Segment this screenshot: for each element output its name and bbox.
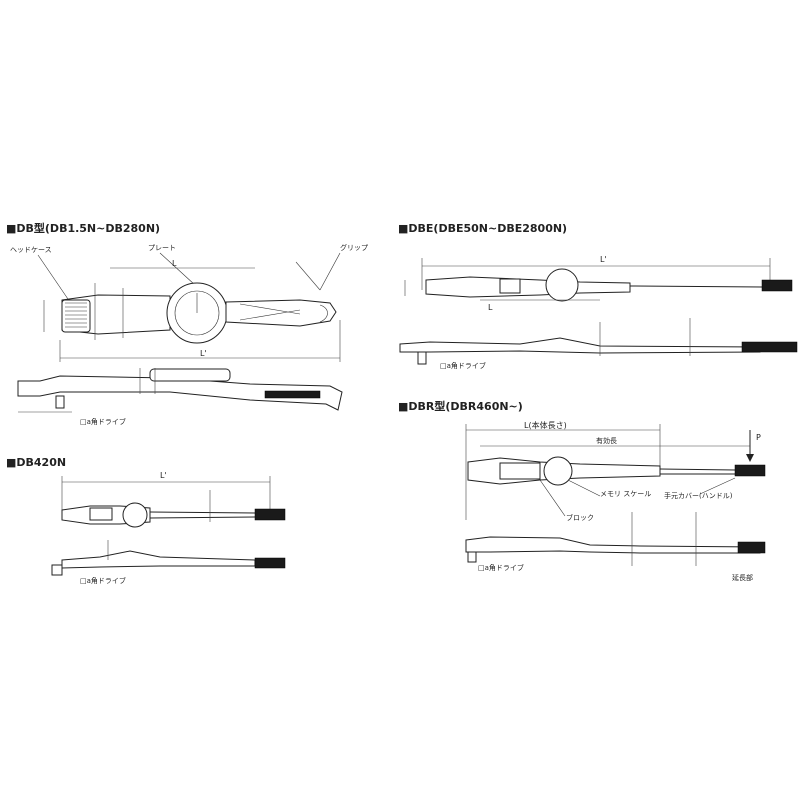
dbr-wrench-top-view bbox=[467, 456, 766, 486]
db420-side-drive bbox=[51, 564, 63, 576]
db-wrench-side-view bbox=[17, 368, 343, 411]
db-wrench-top-view bbox=[61, 282, 337, 344]
db-leader-head bbox=[37, 254, 71, 303]
dbr-load-label: P bbox=[756, 433, 761, 442]
dbe-section-title: ■DBE(DBE50N~DBE2800N) bbox=[398, 222, 567, 235]
db420-wrench-top-view bbox=[61, 502, 286, 528]
db420-grip bbox=[254, 508, 286, 521]
dbr-side-drive bbox=[467, 551, 477, 563]
db420-dial bbox=[122, 502, 148, 528]
db420-label-drive: □a角ドライブ bbox=[80, 576, 126, 585]
dbr-leader-needle bbox=[567, 479, 601, 497]
dbr-wrench-side-view bbox=[465, 536, 766, 563]
dbe-dim-L-label: L bbox=[488, 303, 493, 312]
dbr-dim-effective-label: 有効長 bbox=[596, 436, 617, 445]
db420-dim-Lprime-label: L' bbox=[160, 471, 167, 480]
dbr-shaft-top bbox=[659, 468, 736, 471]
db420-side-grip bbox=[254, 557, 286, 569]
dbr-section: ■DBR型(DBR460N~) L(本体長さ) 有効長 P メモリ スケール ブ… bbox=[398, 399, 766, 582]
db-side-drive bbox=[55, 395, 65, 409]
db-dial-inner bbox=[174, 290, 220, 336]
dbe-grip bbox=[761, 279, 793, 292]
dbr-section-title: ■DBR型(DBR460N~) bbox=[398, 399, 523, 413]
dbr-grip bbox=[734, 464, 766, 477]
dbr-dim-L-body-label: L(本体長さ) bbox=[524, 420, 567, 430]
db-label-grip: グリップ bbox=[340, 243, 368, 252]
dbe-shaft bbox=[629, 285, 763, 288]
dbe-head bbox=[499, 278, 521, 294]
dbr-dial bbox=[543, 456, 573, 486]
db-dim-L-label: L bbox=[172, 259, 177, 268]
db420-section: ■DB420N L' □a角ドライブ bbox=[6, 456, 286, 585]
dbe-body bbox=[425, 276, 631, 298]
db-dim-d4 bbox=[295, 261, 321, 291]
dbe-dial bbox=[545, 268, 579, 302]
dbr-label-handle: 手元カバー(ハンドル) bbox=[664, 491, 733, 500]
db-label-drive: □a角ドライブ bbox=[80, 417, 126, 426]
db-head-case bbox=[61, 299, 91, 333]
db-side-dial bbox=[149, 368, 231, 382]
db420-side-body bbox=[61, 550, 256, 569]
dbe-side-drive bbox=[417, 351, 427, 365]
dbe-wrench-top-view bbox=[425, 268, 793, 302]
db-section-title: ■DB型(DB1.5N~DB280N) bbox=[6, 221, 160, 235]
db-section: ■DB型(DB1.5N~DB280N) ヘッドケース プレート グリップ L L… bbox=[6, 221, 368, 426]
dbr-label-block: ブロック bbox=[566, 513, 594, 522]
db-dim-Lprime-label: L' bbox=[200, 349, 207, 358]
dbe-label-drive: □a角ドライブ bbox=[440, 361, 486, 370]
db420-block bbox=[89, 507, 113, 521]
dbe-dim-Lprime-label: L' bbox=[600, 255, 607, 264]
db420-shaft-top bbox=[149, 511, 256, 514]
dbr-block bbox=[499, 462, 541, 480]
db-handle-lines bbox=[239, 303, 301, 321]
dbr-label-extension: 延長部 bbox=[732, 573, 753, 582]
dbr-leader-handle bbox=[699, 477, 736, 495]
db420-section-title: ■DB420N bbox=[6, 456, 66, 469]
db-grip-end bbox=[319, 304, 328, 323]
dbr-leader-block bbox=[539, 479, 566, 517]
db420-wrench-side-view bbox=[51, 550, 286, 576]
db-side-body bbox=[17, 375, 343, 411]
dbe-section: ■DBE(DBE50N~DBE2800N) L' L □a角ドライブ bbox=[398, 222, 798, 370]
db420-shaft-bottom bbox=[149, 516, 256, 519]
dbe-side-grip bbox=[741, 341, 798, 353]
db-leader-grip bbox=[319, 252, 341, 291]
db-label-plate: プレート bbox=[148, 244, 176, 252]
dbe-wrench-side-view bbox=[399, 337, 798, 365]
dbr-side-body bbox=[465, 536, 761, 554]
dbe-side-body bbox=[399, 337, 761, 354]
dbr-load-arrowhead bbox=[746, 454, 754, 462]
db-leader-plate bbox=[159, 252, 196, 286]
db-head-hatch bbox=[65, 302, 87, 328]
dbr-label-drive: □a角ドライブ bbox=[478, 563, 524, 572]
dbr-label-needle: メモリ スケール bbox=[600, 490, 651, 498]
db-label-head-case: ヘッドケース bbox=[10, 246, 52, 254]
dbr-side-grip bbox=[737, 541, 766, 554]
db-side-grip bbox=[264, 390, 321, 399]
